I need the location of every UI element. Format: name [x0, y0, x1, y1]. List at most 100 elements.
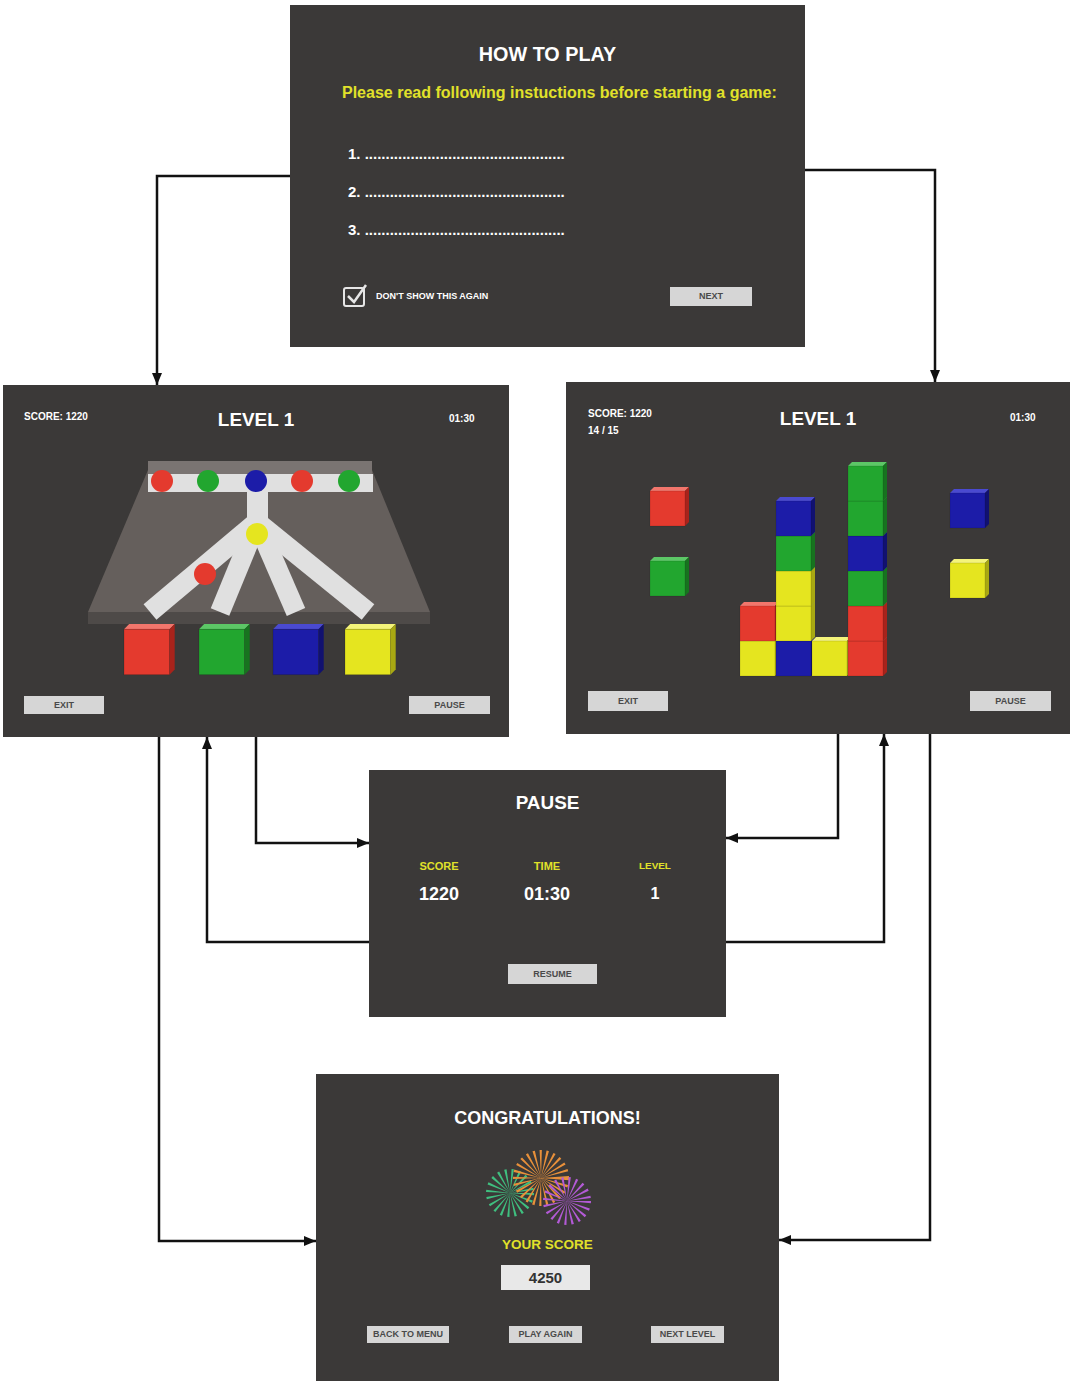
resume-button: RESUME: [508, 964, 597, 984]
board-surface: [88, 470, 430, 612]
congratulations-screen: CONGRATULATIONS! YOUR SCORE 4250BACK TO ME…: [316, 1074, 779, 1381]
progress-text: 14 / 15: [588, 425, 619, 437]
level-title: LEVEL 1: [3, 409, 509, 432]
stack-cube: [740, 602, 779, 641]
play-again-button: PLAY AGAIN: [509, 1326, 582, 1343]
button-label: PAUSE: [434, 700, 464, 711]
score-text: SCORE: 1220: [588, 408, 652, 420]
stat-value: 1220: [369, 884, 509, 906]
next-level-button: NEXT LEVEL: [651, 1326, 724, 1343]
board-channel: [247, 490, 268, 530]
checkbox-label: DON'T SHOW THIS AGAIN: [376, 291, 488, 302]
stack-cube: [848, 497, 887, 536]
checkbox-tick: [348, 285, 366, 302]
ball: [194, 563, 216, 585]
button-label: EXIT: [618, 696, 638, 707]
flow-arrow: [726, 734, 884, 942]
stat-label: LEVEL: [585, 860, 725, 872]
flow-arrow: [207, 737, 369, 942]
score-text: SCORE: 1220: [24, 411, 88, 423]
level-screen: SCORE: 1220 14 / 15LEVEL 101:30EXIT PAUSE: [566, 382, 1070, 734]
screen-title: CONGRATULATIONS!: [316, 1108, 779, 1130]
button-label: RESUME: [533, 969, 572, 980]
instruction-item: 2. .....................................…: [348, 183, 565, 201]
button-label: EXIT: [54, 700, 74, 711]
flow-arrow: [726, 734, 838, 838]
stack-cube: [848, 637, 887, 676]
score-box: 4250: [501, 1265, 590, 1290]
firework-burst: [527, 1164, 555, 1192]
exit-button: EXIT: [588, 691, 668, 711]
stack-cube: [848, 532, 887, 571]
timer-text: 01:30: [449, 413, 475, 425]
flow-arrow: [157, 176, 290, 385]
loose-cube: [950, 489, 989, 528]
stack-cube: [740, 637, 779, 676]
checkbox-icon: [344, 285, 366, 306]
instruction-item: 1. .....................................…: [348, 145, 565, 163]
next-button: NEXT: [670, 287, 752, 306]
button-label: PLAY AGAIN: [518, 1329, 572, 1340]
instruction-item: 3. .....................................…: [348, 221, 565, 239]
flow-arrow: [159, 737, 316, 1241]
sorting-board: [88, 461, 430, 675]
ball: [197, 470, 219, 492]
stack-cube: [776, 532, 815, 571]
bin-cube: [199, 624, 250, 675]
score-value: 4250: [529, 1269, 562, 1287]
ball: [291, 470, 313, 492]
fireworks-icon: [498, 1164, 579, 1213]
cube-stacks: [650, 462, 989, 676]
stat-value: 01:30: [477, 884, 617, 906]
loose-cube: [650, 487, 689, 526]
ball: [245, 470, 267, 492]
ball: [246, 523, 268, 545]
stack-cube: [776, 497, 815, 536]
pause-button: PAUSE: [970, 691, 1051, 711]
stat-label: SCORE: [369, 860, 509, 873]
level-screen: SCORE: 1220LEVEL 101:30EXIT PAUSE: [3, 385, 509, 737]
screen-title: HOW TO PLAY: [290, 43, 805, 67]
loose-cube: [950, 559, 989, 598]
button-label: NEXT LEVEL: [660, 1329, 716, 1340]
ball: [151, 470, 173, 492]
instruction-text: Please read following instuctions before…: [342, 83, 782, 103]
exit-button: EXIT: [24, 696, 104, 714]
checkbox-frame: [344, 288, 364, 306]
timer-text: 01:30: [1010, 412, 1036, 424]
how-to-play-screen: HOW TO PLAY Please read following instuct…: [290, 5, 805, 347]
flow-arrow: [256, 737, 369, 843]
pause-screen: PAUSE SCORETIMELEVEL 122001:301RESUME: [369, 770, 726, 1017]
score-heading: YOUR SCORE: [316, 1237, 779, 1253]
screen-title: PAUSE: [369, 792, 726, 815]
board-channel: [148, 474, 373, 492]
stack-cube: [848, 602, 887, 641]
bin-cube: [124, 624, 175, 675]
back-to-menu-button: BACK TO MENU: [367, 1326, 449, 1343]
bin-cube: [273, 624, 324, 675]
loose-cube: [650, 557, 689, 596]
bin-cube: [345, 624, 396, 675]
stack-cube: [776, 602, 815, 641]
stack-cube: [776, 567, 815, 606]
stack-cube: [848, 462, 887, 501]
button-label: NEXT: [699, 291, 723, 302]
board-edge: [88, 612, 430, 624]
level-title: LEVEL 1: [566, 408, 1070, 431]
pause-button: PAUSE: [409, 696, 490, 714]
board-rim: [148, 461, 372, 475]
stat-label: TIME: [477, 860, 617, 873]
firework-burst: [555, 1189, 579, 1213]
flow-arrow: [805, 170, 935, 382]
button-label: BACK TO MENU: [373, 1329, 443, 1340]
ball: [338, 470, 360, 492]
stat-value: 1: [585, 884, 725, 903]
button-label: PAUSE: [995, 696, 1025, 707]
stack-cube: [776, 637, 815, 676]
stack-cube: [812, 637, 851, 676]
stack-cube: [848, 567, 887, 606]
board-branches: [150, 522, 368, 612]
